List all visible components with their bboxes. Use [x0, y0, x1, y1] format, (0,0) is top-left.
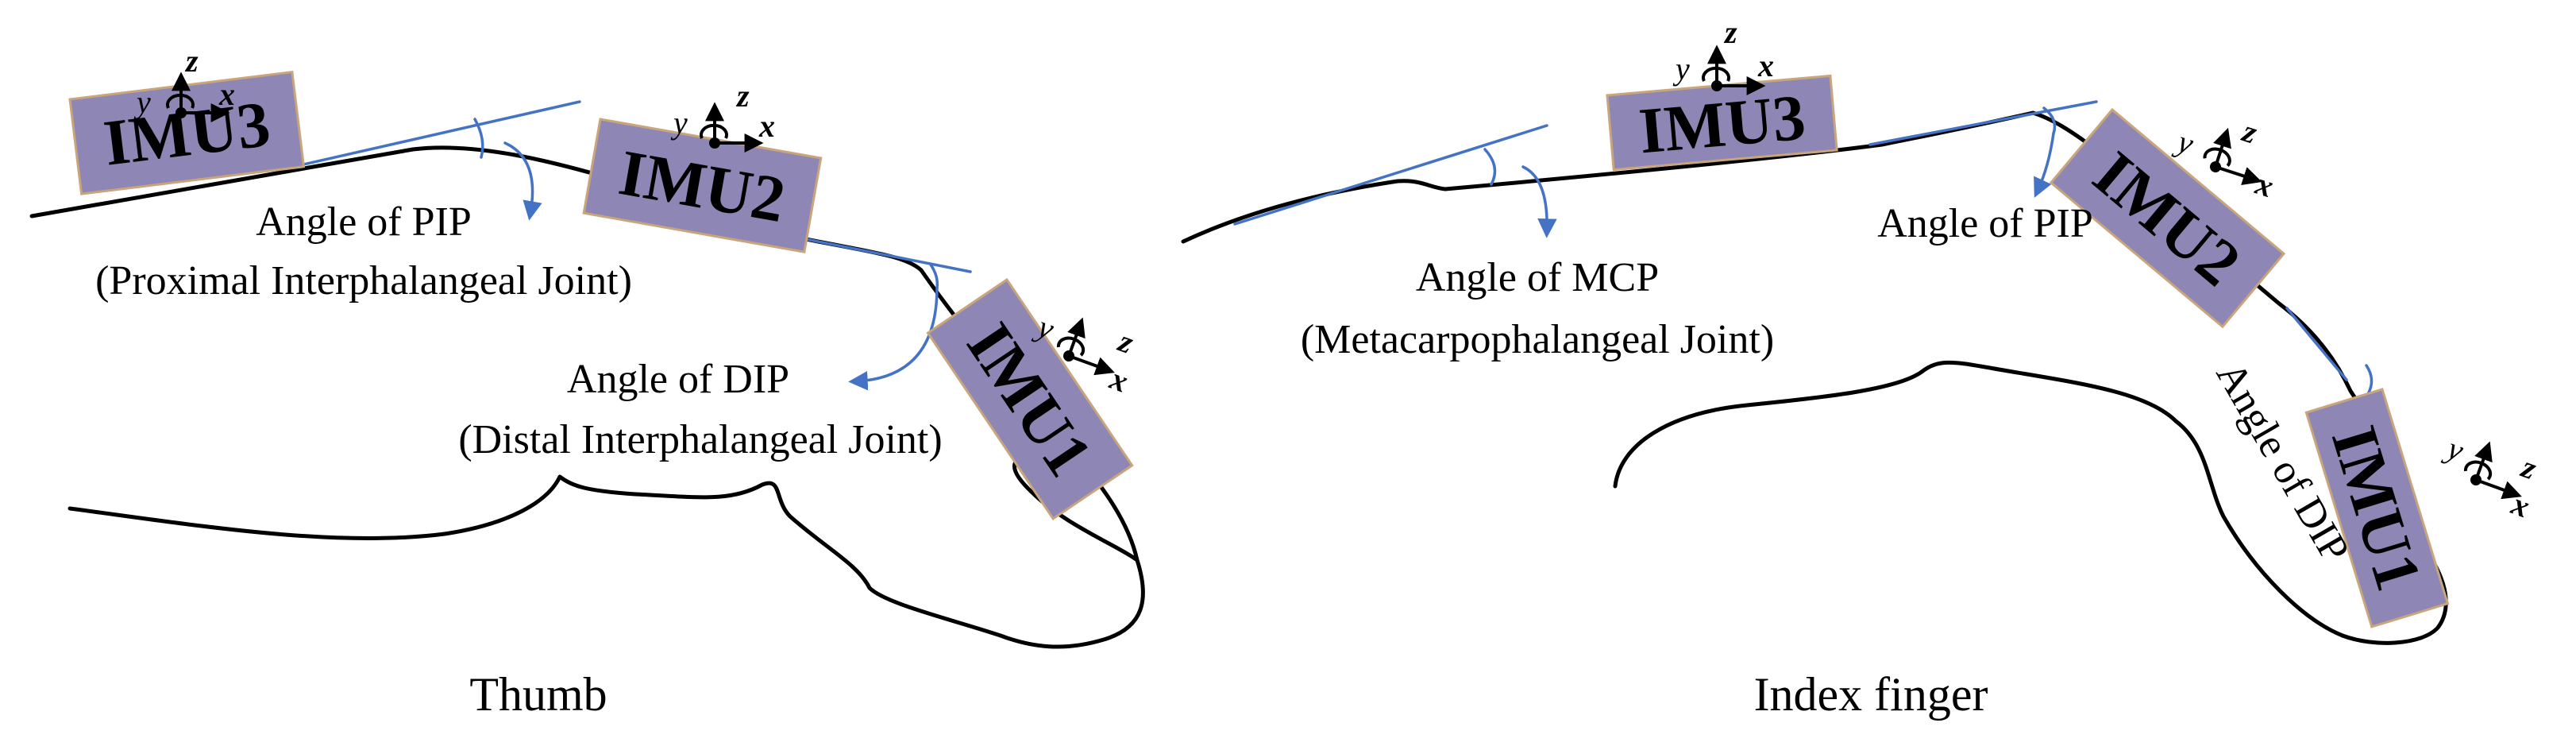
thumb-dip-desc: (Distal Interphalangeal Joint)	[458, 417, 942, 462]
panel-index-finger: IMU3 z x y IMU2 z x y IMU1 z x y	[1181, 14, 2542, 721]
index-pip-angle-arc	[2042, 106, 2057, 135]
thumb-pip-label: Angle of PIP	[256, 199, 472, 245]
index-mcp-arrow	[1521, 165, 1557, 238]
thumb-imu1-box	[926, 277, 1134, 520]
thumb-dip-ref-line	[800, 237, 972, 273]
index-imu3-axis-z: z	[1723, 14, 1737, 50]
thumb-imu2-axis-x: x	[758, 108, 775, 144]
thumb-pip-angle-arc	[473, 118, 484, 159]
index-imu1-axes: z x y	[2440, 429, 2542, 524]
thumb-imu2-box	[582, 118, 823, 253]
index-pip-arrow	[2034, 132, 2055, 198]
index-mcp-angle-arc	[1483, 148, 1497, 186]
index-imu1-box	[2304, 388, 2450, 628]
thumb-imu1: IMU1	[926, 277, 1134, 520]
index-imu2-axis-x: x	[2251, 165, 2278, 204]
index-outline-bottom	[1613, 360, 2448, 645]
thumb-outline-bottom	[67, 454, 1145, 649]
thumb-pip-arrow	[503, 141, 542, 221]
thumb-dip-label: Angle of DIP	[567, 357, 789, 402]
index-caption: Index finger	[1754, 668, 1988, 721]
index-dip-angle-arc	[2365, 364, 2374, 396]
index-dip-ref-line	[2285, 307, 2348, 381]
index-outline-top	[1181, 110, 2393, 483]
thumb-imu3-axes: z x y	[133, 43, 235, 120]
thumb-caption: Thumb	[469, 668, 607, 721]
thumb-imu1-axis-x: x	[1105, 360, 1133, 399]
thumb-pip-ref-line	[284, 100, 581, 170]
thumb-pip-desc: (Proximal Interphalangeal Joint)	[95, 258, 632, 303]
thumb-dip-arrow	[848, 286, 939, 391]
thumb-imu1-axis-z: z	[1113, 323, 1138, 361]
thumb-dip-angle-arc	[929, 263, 939, 289]
index-imu3-axes: z x y	[1672, 14, 1774, 91]
index-imu2-box	[2049, 107, 2286, 329]
thumb-imu3-axis-z: z	[184, 43, 199, 79]
thumb-imu2-axes: z x y	[670, 78, 775, 149]
index-imu3-axis-y: y	[1672, 51, 1690, 87]
index-imu3-axis-x: x	[1757, 48, 1774, 83]
index-imu2-axis-y: y	[2170, 122, 2198, 162]
thumb-imu2-axis-y: y	[670, 105, 688, 141]
index-mcp-desc: (Metacarpophalangeal Joint)	[1301, 317, 1774, 362]
index-imu3: IMU3	[1606, 74, 1838, 172]
index-mcp-label: Angle of MCP	[1416, 255, 1659, 300]
thumb-imu3: IMU3	[68, 70, 306, 195]
index-imu1-axis-y: y	[2440, 429, 2469, 469]
index-pip-ref-line	[1868, 100, 2098, 146]
thumb-imu3-axis-y: y	[133, 84, 151, 120]
index-imu3-label: IMU3	[1636, 81, 1808, 168]
thumb-imu2: IMU2	[582, 118, 823, 253]
index-pip-label: Angle of PIP	[1877, 201, 2093, 246]
index-imu2-axis-z: z	[2237, 112, 2262, 150]
index-mcp-ref-line	[1233, 124, 1548, 226]
index-imu1-axis-z: z	[2516, 448, 2541, 486]
thumb-imu3-axis-x: x	[218, 76, 235, 112]
thumb-imu2-axis-z: z	[735, 78, 750, 114]
panel-thumb: IMU3 z x y IMU2 z x y IMU1 z x y	[29, 43, 1145, 721]
